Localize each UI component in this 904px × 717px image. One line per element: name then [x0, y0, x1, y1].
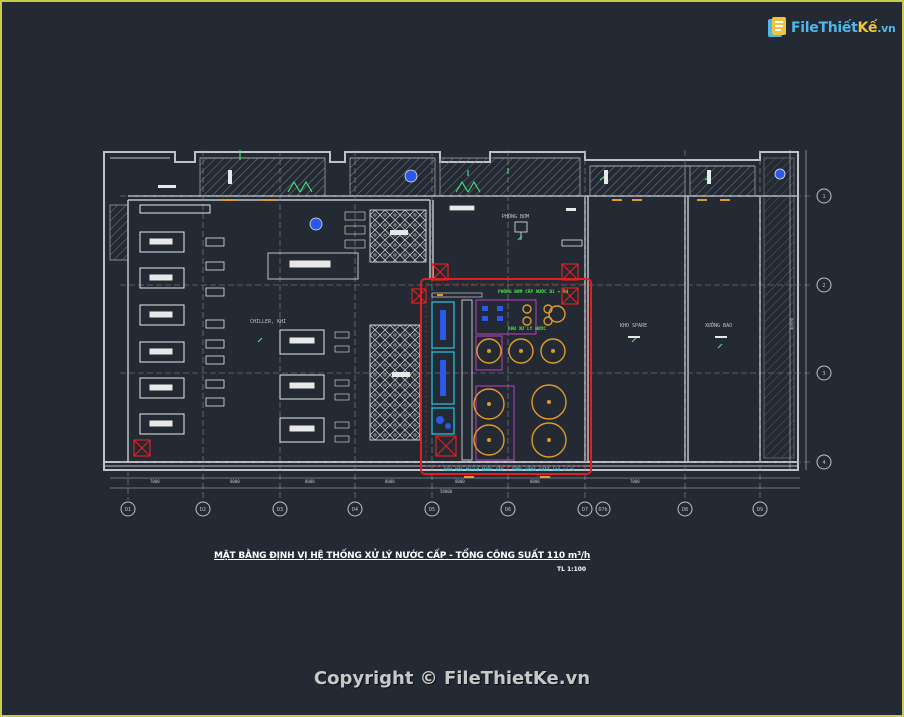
grid-bubble-d4: D4	[347, 501, 363, 517]
label-phong-bom: PHÒNG BƠM	[502, 213, 529, 220]
partitions	[127, 195, 798, 462]
logo-text-file: File	[791, 20, 819, 36]
svg-text:D9: D9	[757, 507, 763, 513]
grid-bubble-d7b: D7b	[595, 501, 611, 517]
grid-bubble-1: 1	[816, 188, 832, 204]
grid-bubble-d7: D7	[577, 501, 593, 517]
svg-text:D7b: D7b	[598, 507, 607, 513]
svg-text:7800: 7800	[150, 479, 160, 484]
svg-text:3: 3	[822, 371, 825, 377]
orange-accents	[222, 199, 730, 478]
svg-text:30000: 30000	[789, 317, 794, 330]
lattice-units	[369, 209, 427, 441]
label-red-box-caption: KHU VỰC XỬ LÝ NƯỚC CẤP - TỔNG CÔNG SUẤT …	[444, 466, 574, 473]
left-equipment	[139, 204, 366, 443]
logo-text: FileThiếtKế.vn	[791, 20, 896, 36]
logo-text-ke: Kế	[857, 20, 878, 36]
label-xuong-bao: XƯỞNG BAO	[705, 321, 732, 329]
label-treatment-green: KHU XỬ LÝ NƯỚC	[508, 325, 546, 332]
svg-text:D1: D1	[125, 507, 131, 513]
grid-bubble-d6: D6	[500, 501, 516, 517]
drawing-title: MẶT BẰNG ĐỊNH VỊ HỆ THỐNG XỬ LÝ NƯỚC CẤP…	[214, 551, 591, 561]
svg-text:1: 1	[822, 194, 825, 200]
copyright-watermark: Copyright © FileThietKe.vn	[313, 668, 591, 689]
treatment-tanks	[473, 304, 567, 458]
grid-bubbles-right: 1 2 3 4	[816, 188, 832, 470]
dimension-lines	[110, 150, 807, 489]
svg-text:8000: 8000	[455, 479, 465, 484]
grid-axes	[120, 150, 812, 500]
hatched-strips	[109, 157, 795, 459]
svg-text:D4: D4	[352, 507, 358, 513]
grid-bubble-d1: D1	[120, 501, 136, 517]
grid-bubble-4: 4	[816, 454, 832, 470]
svg-text:58000: 58000	[440, 489, 453, 494]
label-pump-room-green: PHÒNG BƠM CẤP NƯỚC B1 + B4	[498, 288, 569, 295]
label-kho-spare: KHO SPARE	[620, 323, 647, 329]
logo-text-thiet: Thiết	[818, 20, 858, 36]
svg-text:8000: 8000	[305, 479, 315, 484]
svg-text:D6: D6	[505, 507, 511, 513]
svg-text:D8: D8	[682, 507, 688, 513]
small-tags	[158, 170, 727, 338]
blue-markers	[309, 168, 786, 231]
label-chiller: CHILLER, KHI	[250, 319, 286, 325]
pump-room	[449, 205, 583, 247]
grid-bubble-3: 3	[816, 365, 832, 381]
green-markers	[239, 150, 723, 349]
logo-text-vn: .vn	[877, 22, 896, 35]
svg-text:D3: D3	[277, 507, 283, 513]
svg-text:D7: D7	[582, 507, 588, 513]
dimension-texts: 7800 8000 8000 8000 8000 8000 7800 58000 3000…	[150, 317, 794, 494]
grid-bubble-d2: D2	[195, 501, 211, 517]
water-treatment-area	[133, 263, 592, 475]
svg-text:D5: D5	[429, 507, 435, 513]
grid-bubble-d8: D8	[677, 501, 693, 517]
grid-bubble-d5: D5	[424, 501, 440, 517]
svg-text:7800: 7800	[630, 479, 640, 484]
svg-text:8000: 8000	[230, 479, 240, 484]
svg-text:8000: 8000	[530, 479, 540, 484]
grid-bubble-2: 2	[816, 277, 832, 293]
grid-bubble-d3: D3	[272, 501, 288, 517]
room-labels: CHILLER, KHI PHÒNG BƠM KHO SPARE XƯỞNG B…	[250, 213, 732, 473]
svg-text:D2: D2	[200, 507, 206, 513]
svg-text:2: 2	[822, 283, 825, 289]
grid-bubbles-bottom: D1 D2 D3 D4 D5 D6 D7 D7b D8 D9	[120, 501, 768, 517]
filethietke-logo: FileThiếtKế.vn	[766, 14, 896, 42]
drawing-scale: TL 1:100	[557, 566, 587, 573]
logo-mark-icon	[768, 17, 786, 37]
svg-text:8000: 8000	[385, 479, 395, 484]
grid-bubble-d9: D9	[752, 501, 768, 517]
svg-text:4: 4	[822, 460, 825, 466]
